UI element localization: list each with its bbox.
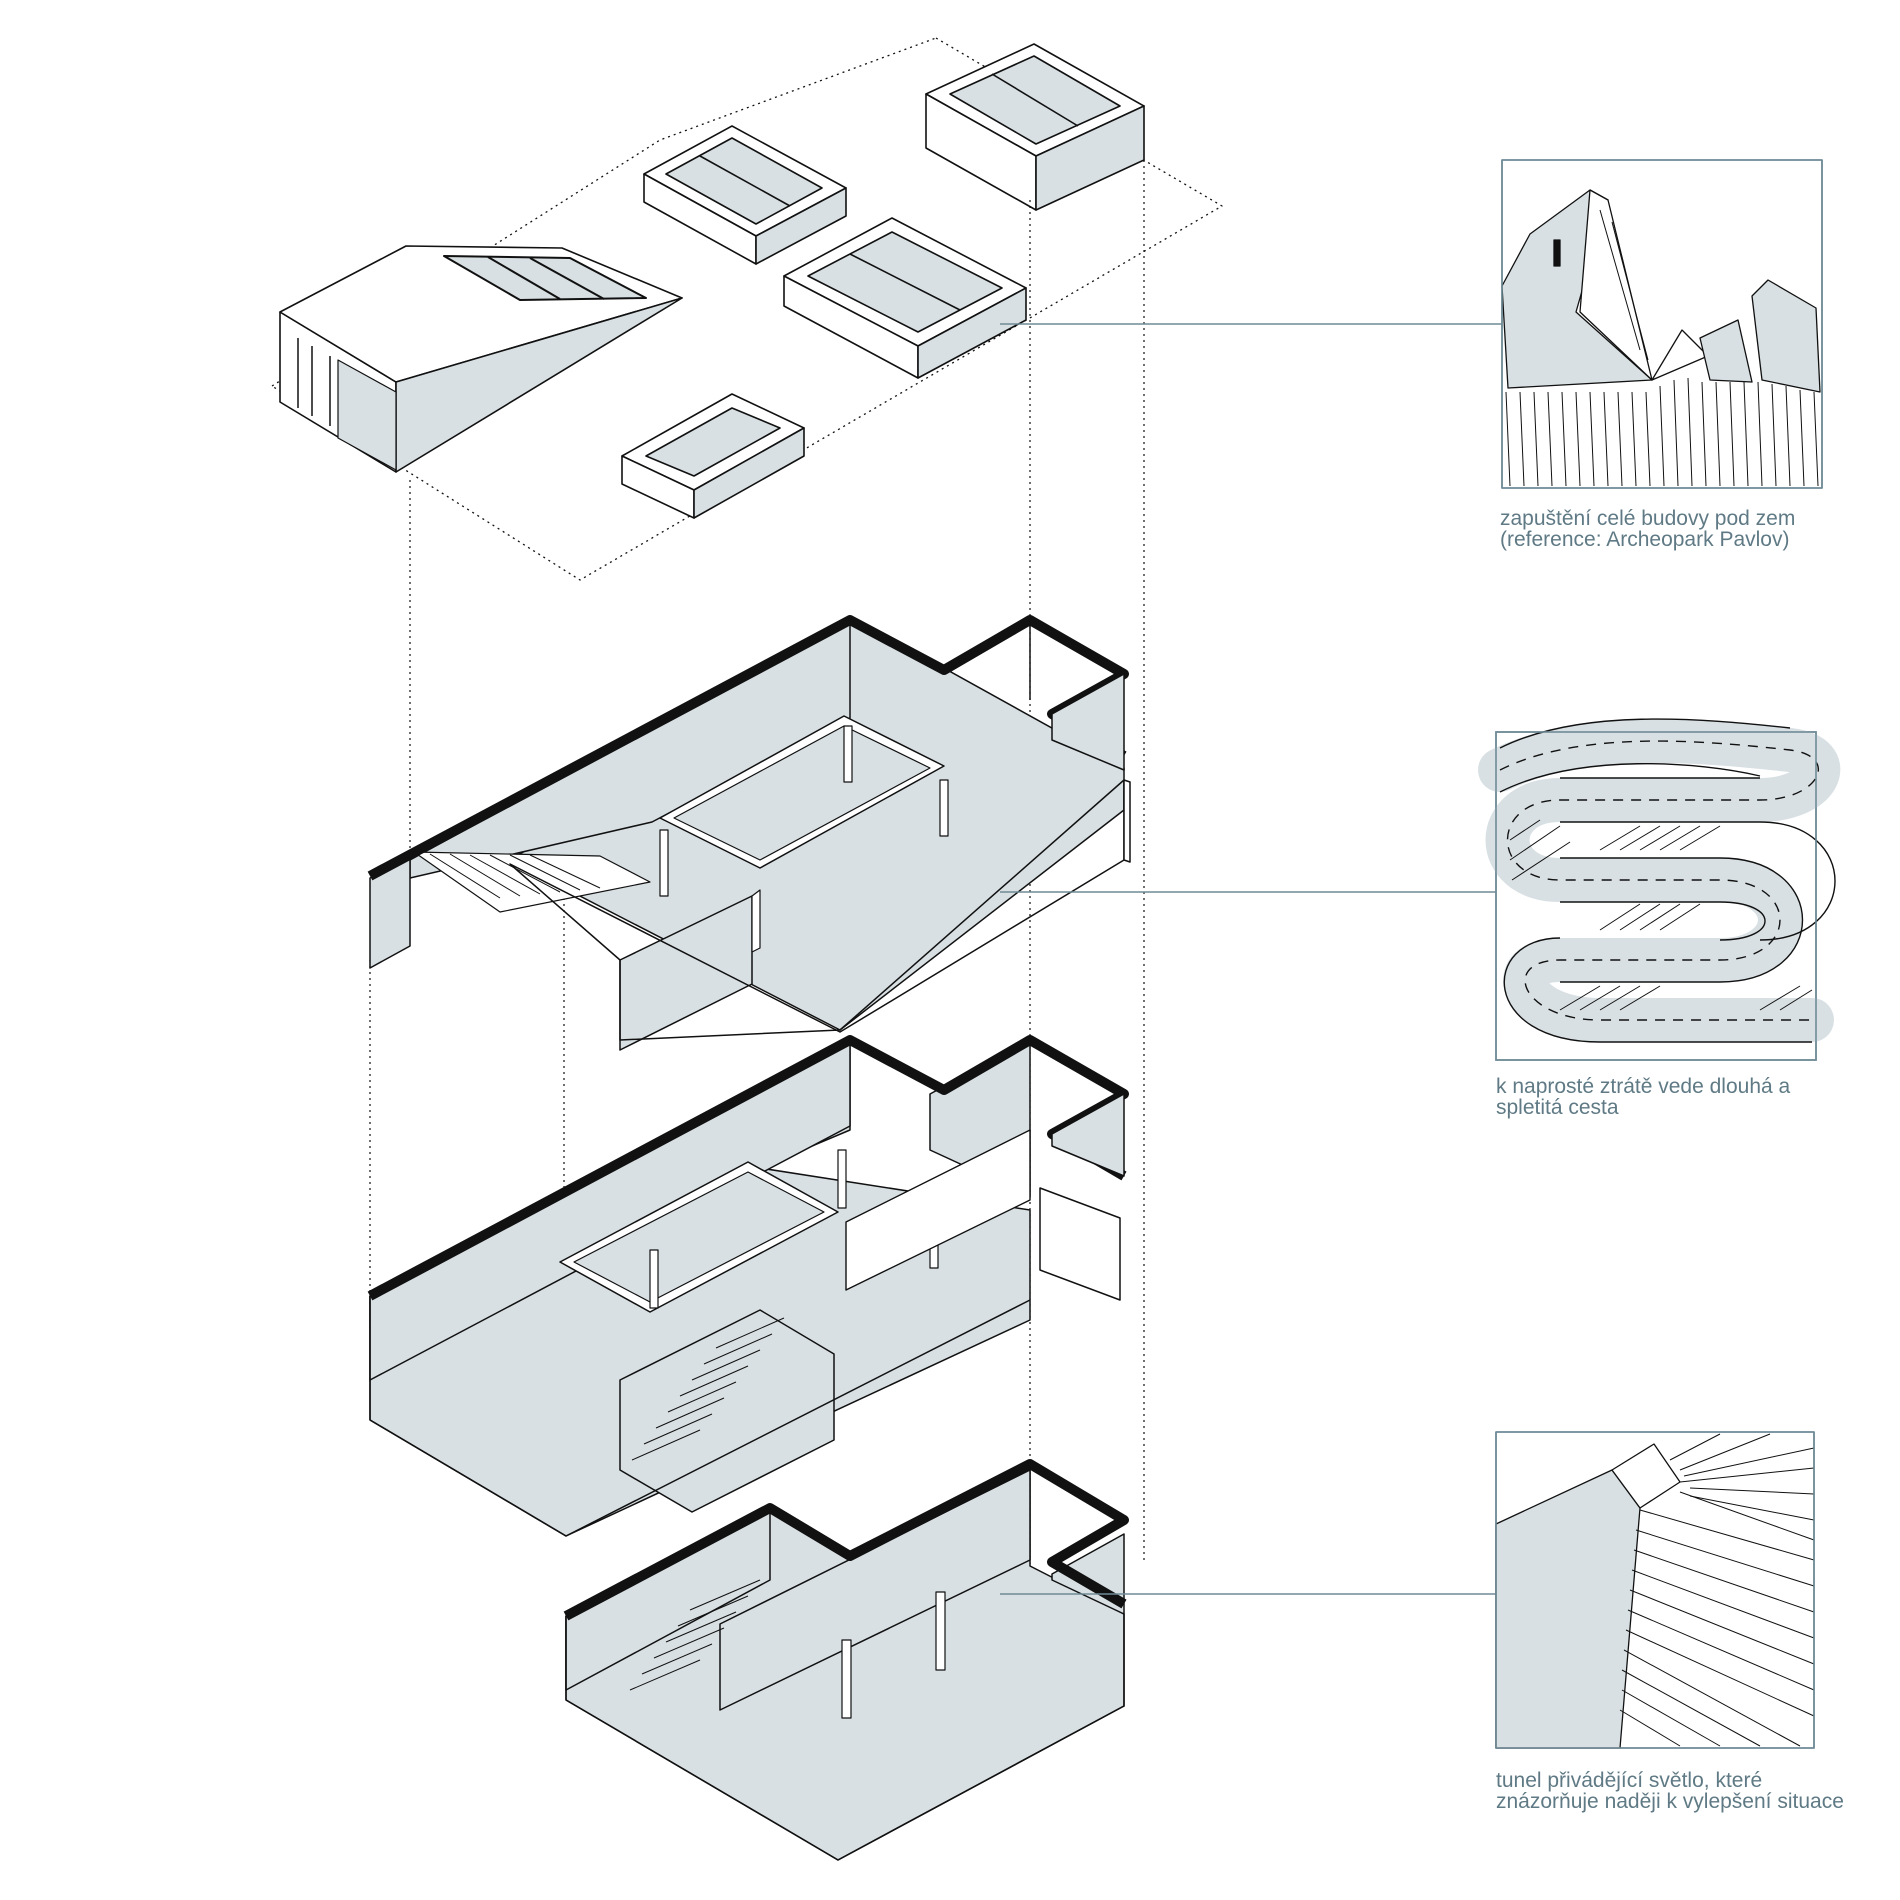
reference-caption-archeopark: zapuštění celé budovy pod zem (reference… bbox=[1500, 507, 1796, 551]
level-1 bbox=[367, 615, 1131, 1051]
projection-lines bbox=[369, 160, 1145, 1660]
level-1-stair-treads bbox=[429, 853, 601, 899]
level-2 bbox=[367, 1035, 1129, 1537]
roof-site-outline bbox=[271, 37, 1223, 581]
leader-lines bbox=[1000, 323, 1502, 1595]
roof-site-outline-left bbox=[271, 37, 937, 387]
roof-level bbox=[271, 37, 1223, 581]
sketch1-hatching bbox=[1505, 209, 1819, 487]
reference-caption-winding-road: k naprosté ztrátě vede dlouhá a spletitá… bbox=[1496, 1075, 1791, 1119]
reference-caption-light-tunnel: tunel přivádějící světlo, které znázorňu… bbox=[1496, 1769, 1844, 1813]
sketch3-hatching bbox=[1619, 1433, 1815, 1747]
skylight-box-tall bbox=[925, 43, 1145, 211]
skylight-box-small-top bbox=[643, 125, 847, 265]
sketch2-hatching bbox=[1509, 819, 1813, 1011]
skylight-box-large bbox=[783, 217, 1027, 379]
level-3-stair-treads bbox=[629, 1579, 761, 1691]
light-tunnel-sketch-icon bbox=[1495, 1431, 1815, 1749]
entrance-building bbox=[279, 245, 683, 473]
skylight-box-narrow bbox=[621, 393, 805, 519]
winding-road-sketch-icon bbox=[1478, 718, 1841, 1061]
buried-building-sketch-icon bbox=[1501, 159, 1823, 489]
level-2-stair-treads bbox=[631, 1317, 785, 1461]
level-3 bbox=[563, 1459, 1129, 1861]
